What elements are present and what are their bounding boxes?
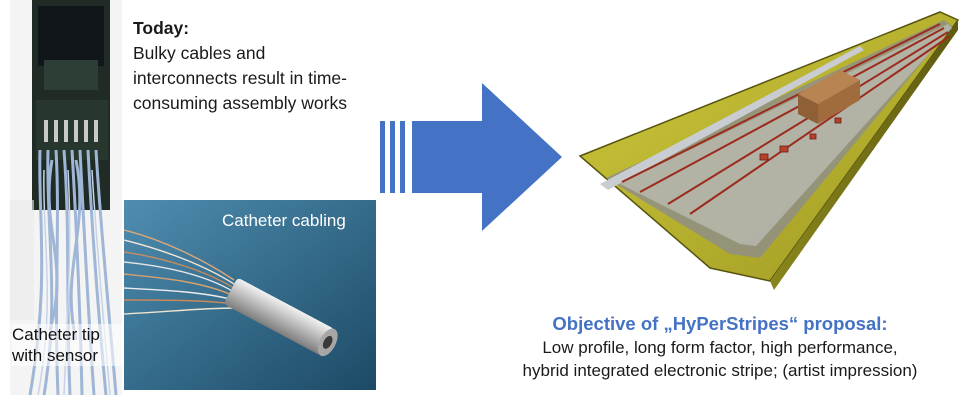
catheter-cabling-label: Catheter cabling [222,211,346,230]
objective-line-1: Low profile, long form factor, high perf… [542,338,898,357]
today-text-block: Today: Bulky cables and interconnects re… [133,16,373,116]
hyperstripe-artist-rendering [560,6,960,301]
today-description: Bulky cables and interconnects result in… [133,43,347,113]
objective-caption: Objective of „HyPerStripes“ proposal: Lo… [470,312,970,382]
transition-arrow-icon [380,83,565,238]
today-title: Today: [133,18,190,38]
tip-caption-line-1: Catheter tip [12,325,100,344]
objective-line-2: hybrid integrated electronic stripe; (ar… [522,361,918,380]
catheter-tip-caption: Catheter tip with sensor [12,324,130,366]
objective-heading: Objective of „HyPerStripes“ proposal: [552,313,888,334]
catheter-cabling-photo [124,200,376,390]
tip-caption-line-2: with sensor [12,346,98,365]
